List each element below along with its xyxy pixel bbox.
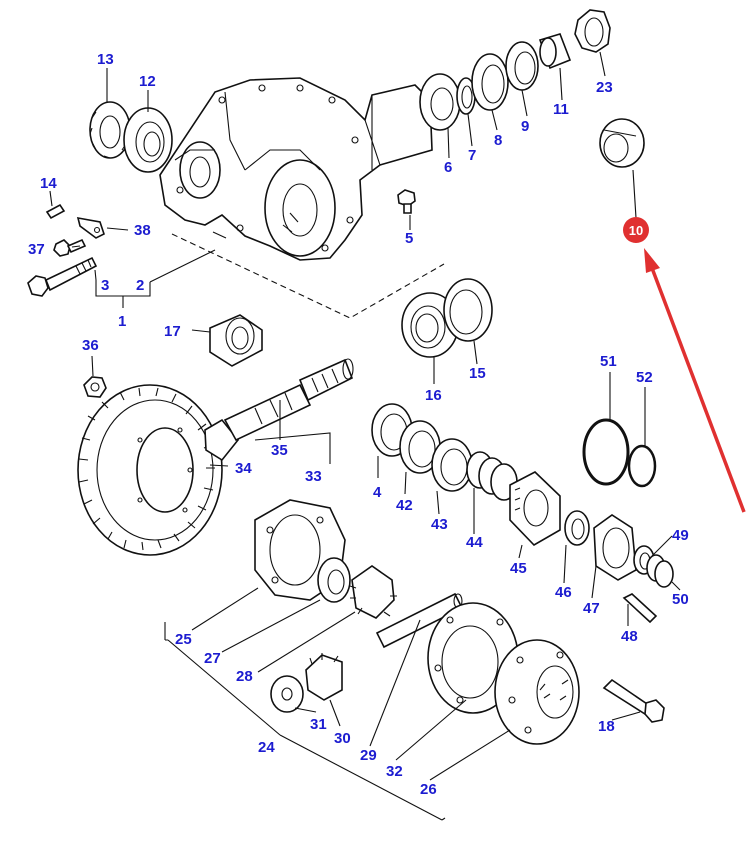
label-27: 27: [204, 650, 221, 667]
part-10-seal: [599, 118, 645, 168]
label-23: 23: [596, 79, 613, 96]
part-36-nut: [83, 376, 107, 398]
part-6-bearing: [419, 73, 461, 131]
part-48-pin: [622, 593, 658, 624]
part-26-flange: [494, 639, 580, 745]
label-26: 26: [420, 781, 437, 798]
label-33: 33: [305, 468, 322, 485]
part-3-bolt: [27, 256, 98, 297]
part-11-collar: [538, 33, 572, 70]
part-34-crown-wheel: [77, 384, 223, 556]
label-42: 42: [396, 497, 413, 514]
leader-lines: [49, 51, 681, 821]
label-48: 48: [621, 628, 638, 645]
label-37: 37: [28, 241, 45, 258]
label-2: 2: [136, 277, 144, 294]
part-labels: 13 12 14 38 37 3 2 1 5 6 7 8 9 11 23 17 …: [28, 51, 689, 798]
part-52-o-ring: [627, 444, 657, 488]
label-50: 50: [672, 591, 689, 608]
label-35: 35: [271, 442, 288, 459]
part-43-disc: [431, 438, 473, 492]
part-30-pinion-gear: [305, 653, 343, 701]
label-52: 52: [636, 369, 653, 386]
label-1: 1: [118, 313, 126, 330]
highlight-badge-10: 10: [623, 217, 649, 243]
part-5-bolt: [397, 189, 416, 214]
label-8: 8: [494, 132, 502, 149]
label-4: 4: [373, 484, 382, 501]
part-28-side-gear: [349, 565, 397, 619]
part-46-ring: [564, 510, 590, 546]
label-34: 34: [235, 460, 252, 477]
part-42-disc: [399, 420, 441, 474]
label-10: 10: [629, 223, 643, 238]
part-18-bolt: [602, 678, 665, 723]
label-32: 32: [386, 763, 403, 780]
part-35-pinion-shaft: [204, 358, 354, 462]
label-5: 5: [405, 230, 413, 247]
label-14: 14: [40, 175, 57, 192]
label-30: 30: [334, 730, 351, 747]
part-8-bearing-cup: [471, 53, 509, 111]
part-31-washer: [270, 675, 304, 713]
label-51: 51: [600, 353, 617, 370]
label-17: 17: [164, 323, 181, 340]
label-29: 29: [360, 747, 377, 764]
label-6: 6: [444, 159, 452, 176]
part-50-spring: [646, 554, 674, 588]
label-44: 44: [466, 534, 483, 551]
part-51-o-ring: [582, 418, 630, 486]
label-38: 38: [134, 222, 151, 239]
label-31: 31: [310, 716, 327, 733]
label-36: 36: [82, 337, 99, 354]
part-37-bolt: [53, 238, 87, 257]
part-12-bearing: [123, 107, 173, 173]
part-9-ring: [505, 41, 539, 91]
label-11: 11: [553, 101, 569, 118]
label-16: 16: [425, 387, 442, 404]
label-49: 49: [672, 527, 689, 544]
part-14-pin: [45, 203, 66, 220]
label-12: 12: [139, 73, 156, 90]
part-23-nut: [574, 9, 611, 53]
part-17-bearing: [209, 314, 263, 367]
label-25: 25: [175, 631, 192, 648]
part-15-cup: [443, 278, 493, 342]
differential-housing: [159, 77, 433, 261]
label-28: 28: [236, 668, 253, 685]
part-45-sleeve: [509, 471, 561, 547]
label-15: 15: [469, 365, 486, 382]
part-47-carrier: [593, 514, 637, 581]
part-38-plate: [76, 216, 105, 239]
label-24: 24: [258, 739, 275, 756]
label-13: 13: [97, 51, 114, 68]
label-46: 46: [555, 584, 572, 601]
label-7: 7: [468, 147, 476, 164]
highlight-arrow: [644, 248, 746, 513]
part-44-spring: [466, 451, 518, 501]
part-27-washer: [317, 557, 351, 603]
label-3: 3: [101, 277, 109, 294]
label-18: 18: [598, 718, 615, 735]
label-9: 9: [521, 118, 529, 135]
label-47: 47: [583, 600, 600, 617]
part-13-gear-ring: [89, 101, 131, 159]
label-43: 43: [431, 516, 448, 533]
label-45: 45: [510, 560, 527, 577]
